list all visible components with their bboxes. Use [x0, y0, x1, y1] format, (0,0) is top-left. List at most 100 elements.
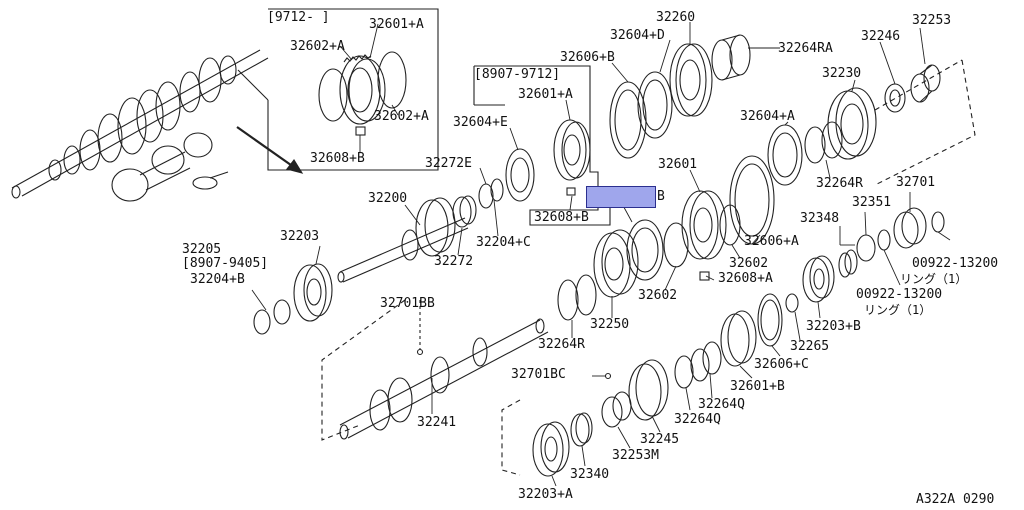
label-8907-9712: [8907-9712] — [474, 67, 561, 82]
ring-32602 — [719, 204, 741, 246]
label-32245[interactable]: 32245 — [640, 432, 680, 447]
spacer-32340 — [570, 413, 590, 447]
label-32601B[interactable]: 32601+B — [730, 379, 785, 394]
ring-32604D — [637, 71, 673, 139]
label-ring-a: リング（1） — [900, 272, 968, 286]
highlight-marker[interactable] — [586, 186, 656, 208]
bearing-32203A — [532, 421, 570, 477]
label-32253M[interactable]: 32253M — [612, 448, 659, 463]
label-9712: [9712- ] — [267, 10, 330, 25]
label-32602-low[interactable]: 32602 — [638, 288, 678, 303]
spacer-32348 — [838, 249, 858, 278]
label-32264RA[interactable]: 32264RA — [778, 41, 833, 56]
label-32602A-right[interactable]: 32602+A — [374, 109, 429, 124]
leader-lines — [251, 22, 951, 487]
label-32340[interactable]: 32340 — [570, 467, 610, 482]
label-8907-9405: [8907-9405] — [182, 256, 269, 271]
label-32701BC[interactable]: 32701BC — [511, 367, 566, 382]
label-32601[interactable]: 32601 — [658, 157, 698, 172]
diagram-reference-code: A322A 0290 — [916, 492, 995, 507]
bushing-32253 — [910, 64, 941, 103]
label-32604A[interactable]: 32604+A — [740, 109, 795, 124]
label-32203A[interactable]: 32203+A — [518, 487, 573, 502]
label-32701BB[interactable]: 32701BB — [380, 296, 435, 311]
label-32250[interactable]: 32250 — [590, 317, 630, 332]
label-32264R-top[interactable]: 32264R — [816, 176, 863, 191]
label-32601A-mid[interactable]: 32601+A — [518, 87, 573, 102]
label-32608A[interactable]: 32608+A — [718, 271, 773, 286]
label-32606A[interactable]: 32606+A — [744, 234, 799, 249]
ring-32606A — [729, 155, 775, 245]
gear-32245 — [628, 359, 669, 421]
label-32264Q-b[interactable]: 32264Q — [674, 412, 721, 427]
label-32265[interactable]: 32265 — [790, 339, 830, 354]
bushing-32265 — [785, 293, 799, 313]
needle-bearing-32264R-top — [804, 121, 843, 164]
gear-32230 — [827, 87, 877, 160]
ring-32602-low — [626, 219, 664, 281]
label-32203[interactable]: 32203 — [280, 229, 320, 244]
dashed-bracket-counter — [321, 299, 406, 441]
collar-32253M — [601, 391, 632, 428]
label-32203B[interactable]: 32203+B — [806, 319, 861, 334]
snap-ring-32204B — [273, 299, 291, 325]
gear-32260 — [669, 43, 713, 117]
counter-shaft-32241 — [339, 318, 549, 440]
label-32253[interactable]: 32253 — [912, 13, 952, 28]
gear-32601B — [720, 310, 757, 367]
label-32230[interactable]: 32230 — [822, 66, 862, 81]
direction-arrow-icon — [236, 126, 304, 174]
ring-32606C — [757, 293, 783, 347]
nut-32701 — [893, 207, 927, 249]
label-32602-right[interactable]: 32602 — [729, 256, 769, 271]
shift-fork-parts — [111, 132, 229, 202]
mid-gear — [553, 119, 591, 196]
label-32205[interactable]: 32205 — [182, 242, 222, 257]
label-32264R-low[interactable]: 32264R — [538, 337, 585, 352]
main-shaft-32200 — [337, 197, 469, 283]
label-32701[interactable]: 32701 — [896, 175, 936, 190]
bearing-32203B — [802, 255, 835, 303]
label-32604E[interactable]: 32604+E — [453, 115, 508, 130]
gear-32601 — [681, 190, 727, 260]
label-00922-b[interactable]: 00922-13200 — [856, 287, 943, 302]
label-32200[interactable]: 32200 — [368, 191, 408, 206]
ring-32604E — [505, 148, 535, 202]
label-32608B-top[interactable]: 32608+B — [310, 151, 365, 166]
label-32264Q-a[interactable]: 32264Q — [698, 397, 745, 412]
washer-32246 — [884, 83, 906, 113]
label-32348[interactable]: 32348 — [800, 211, 840, 226]
label-32606B[interactable]: 32606+B — [560, 50, 615, 65]
dashed-bracket-top — [874, 59, 976, 186]
dashed-bracket-low — [501, 399, 521, 476]
bearing-32203 — [293, 263, 333, 322]
input-shaft-assembly — [11, 49, 269, 199]
label-32602A-top[interactable]: 32602+A — [290, 39, 345, 54]
label-32606C[interactable]: 32606+C — [754, 357, 809, 372]
needle-bearing-32264R-low — [557, 274, 597, 321]
label-32204C[interactable]: 32204+C — [476, 235, 531, 250]
label-32246[interactable]: 32246 — [861, 29, 901, 44]
snap-ring-00922 — [931, 211, 945, 233]
needle-bearing-32264RA — [711, 34, 751, 81]
label-32608B-mid[interactable]: 32608+B — [534, 210, 589, 225]
label-ring-b: リング（1） — [864, 303, 932, 317]
label-32272[interactable]: 32272 — [434, 254, 474, 269]
label-32601A-top[interactable]: 32601+A — [369, 17, 424, 32]
label-32241[interactable]: 32241 — [417, 415, 457, 430]
label-00922-a[interactable]: 00922-13200 — [912, 256, 999, 271]
gear-32250 — [593, 229, 639, 298]
bearing-32272 — [452, 196, 472, 228]
label-32260[interactable]: 32260 — [656, 10, 696, 25]
label-B: B — [657, 189, 665, 204]
needle-bearing-32264Q — [674, 341, 722, 389]
label-32272E[interactable]: 32272E — [425, 156, 472, 171]
label-32604D[interactable]: 32604+D — [610, 28, 665, 43]
inset-box-top — [267, 8, 439, 171]
label-32351[interactable]: 32351 — [852, 195, 892, 210]
label-32204B[interactable]: 32204+B — [190, 272, 245, 287]
inset-leader — [237, 69, 269, 101]
washer-32351 — [856, 234, 876, 262]
